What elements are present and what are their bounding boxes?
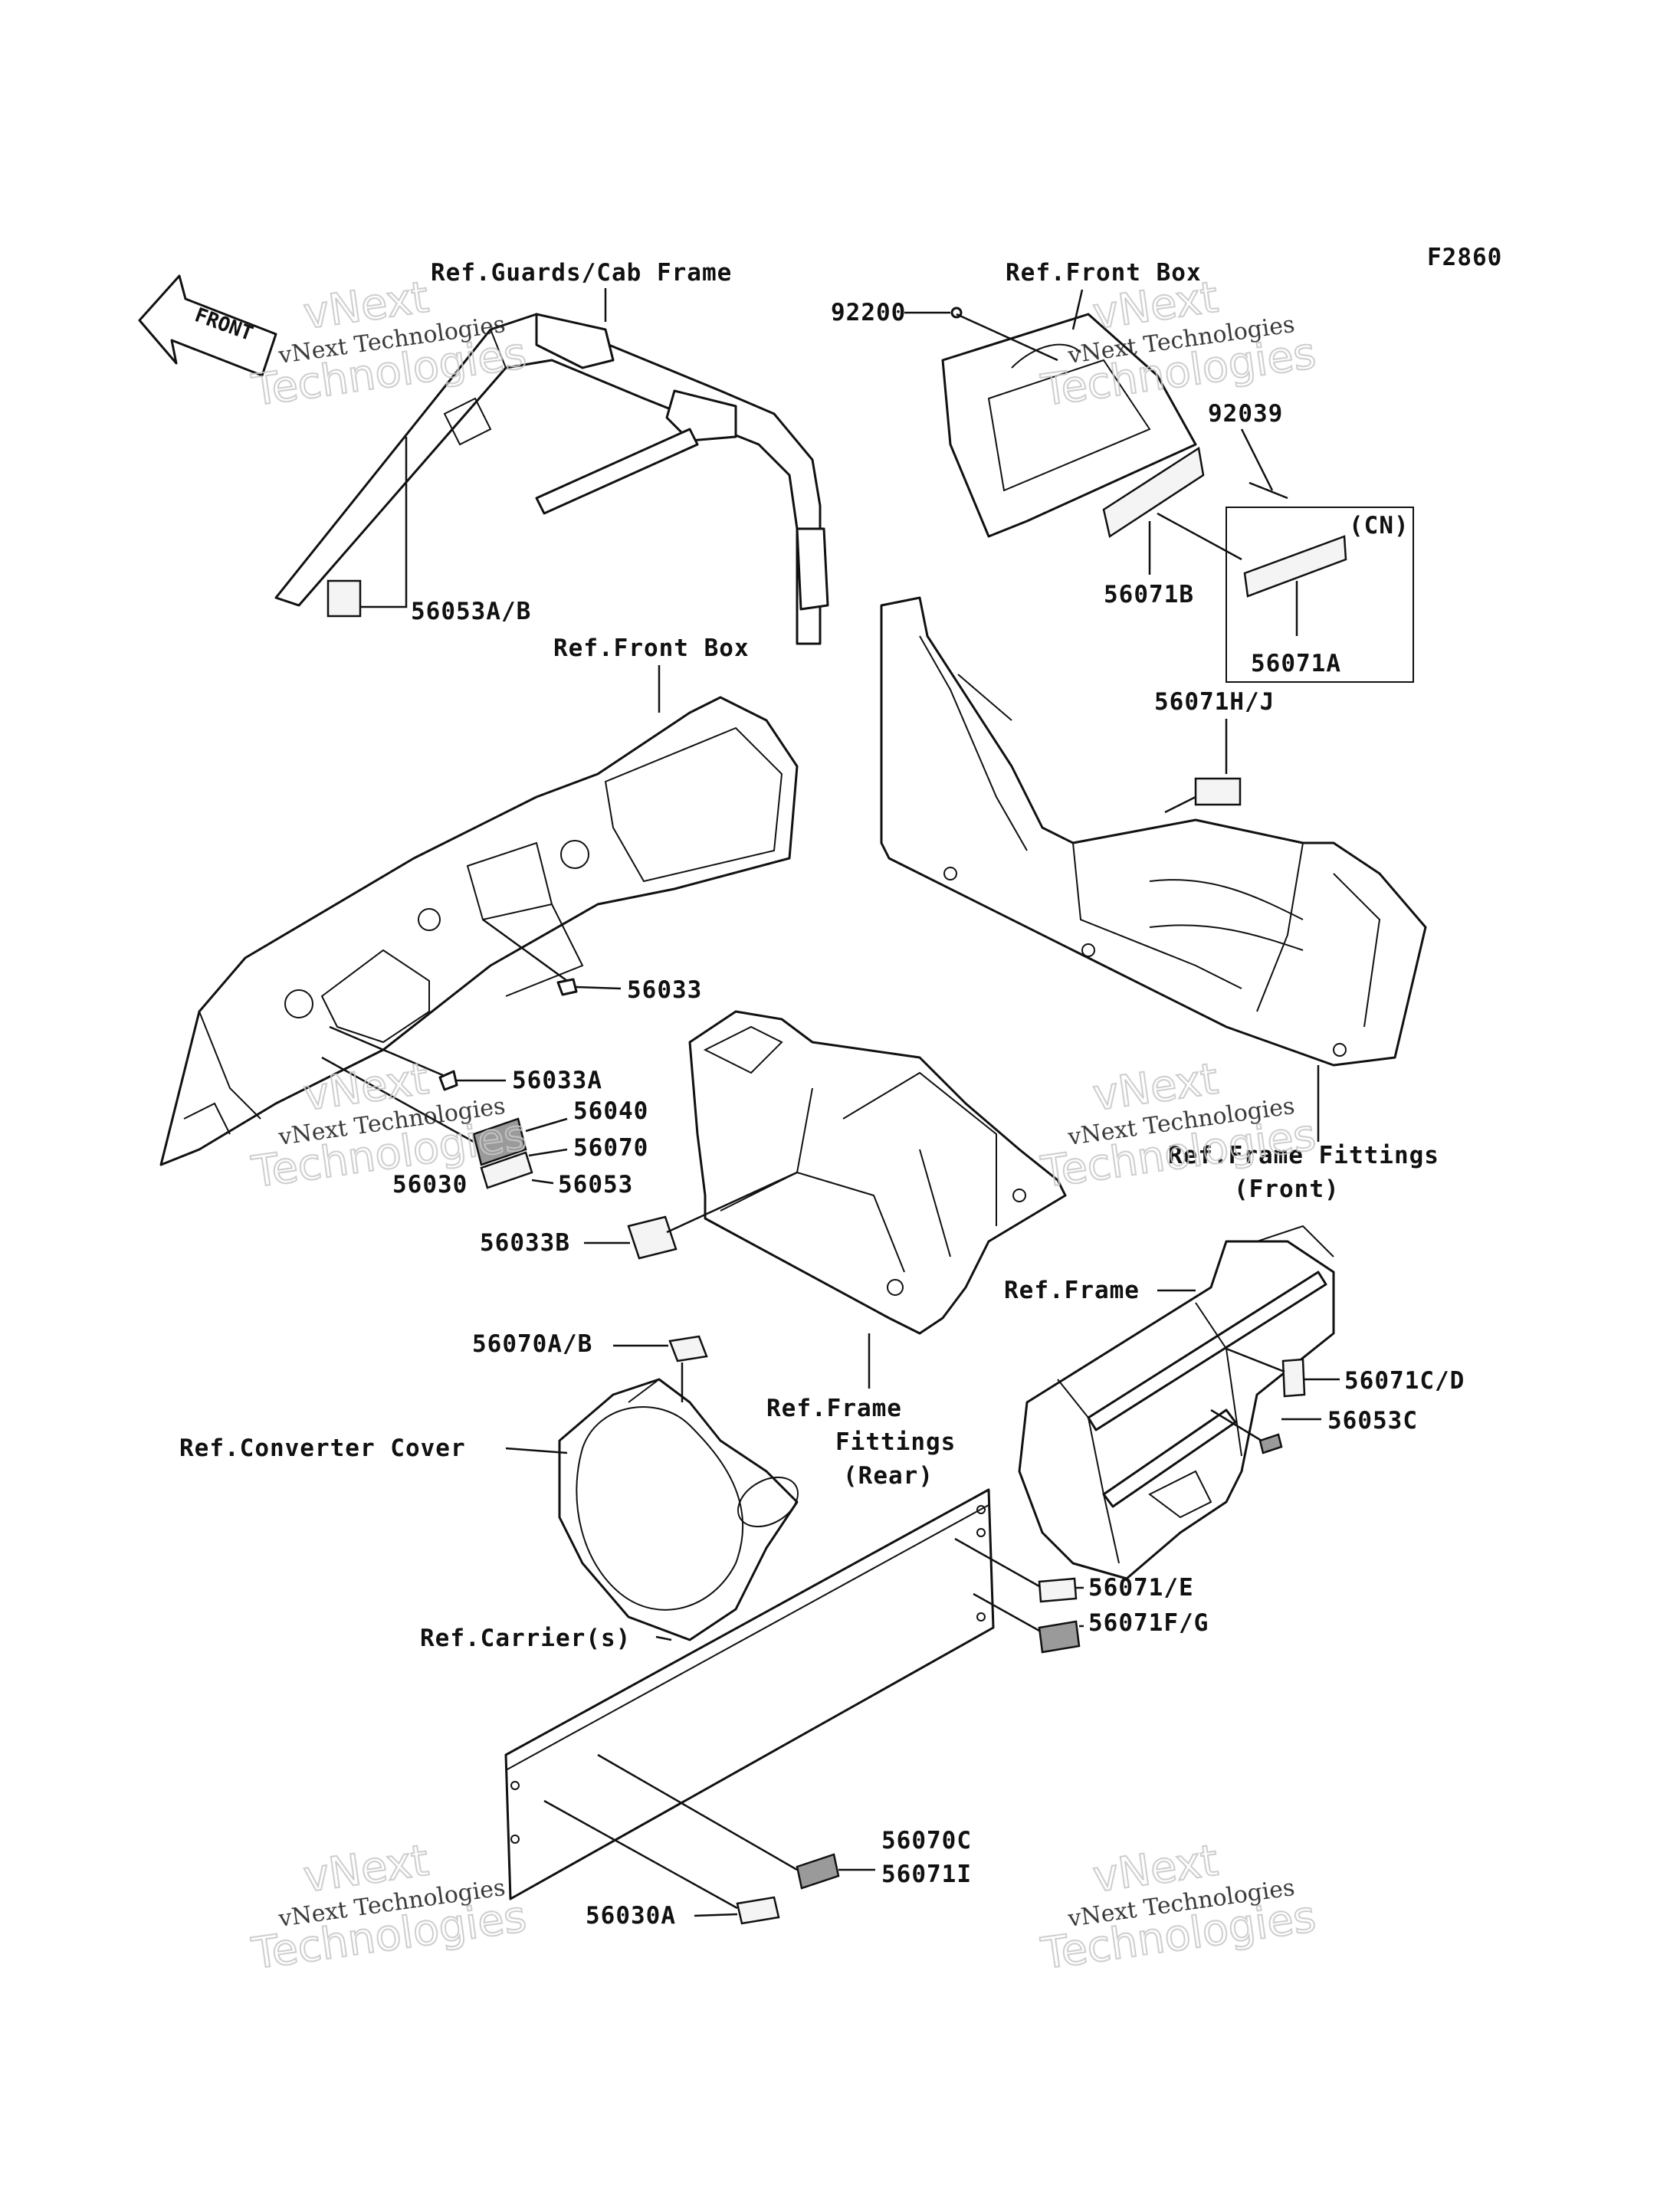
ref-front-box-top: Ref.Front Box [1006,259,1202,287]
ref-front-box-mid: Ref.Front Box [553,635,750,662]
decal-56071b [1102,446,1205,539]
decal-56030a [736,1896,780,1925]
part-56030: 56030 [392,1171,468,1199]
part-56040: 56040 [573,1097,648,1125]
decal-56070c [796,1853,840,1890]
decal-56070ab [668,1335,708,1362]
part-56033: 56033 [627,976,702,1004]
part-56053ab: 56053A/B [411,598,531,625]
decal-56071cd [1281,1358,1306,1398]
rivet-92039 [1249,481,1288,500]
ref-converter-cover: Ref.Converter Cover [179,1435,466,1462]
part-56071e: 56071/E [1088,1574,1194,1602]
decal-56071e [1038,1577,1078,1603]
part-56071b: 56071B [1104,581,1194,608]
frame-drawing [1018,1225,1335,1580]
ref-carriers: Ref.Carrier(s) [420,1625,631,1652]
carrier-panel-drawing [504,1488,1081,1925]
part-56053: 56053 [558,1171,633,1199]
ref-frame-fittings-rear-3: (Rear) [843,1462,934,1490]
part-56070: 56070 [573,1134,648,1162]
part-cn: (CN) [1349,512,1409,539]
decal-56071hj [1194,777,1242,806]
part-56033b: 56033B [480,1229,570,1257]
part-56071a: 56071A [1251,650,1341,677]
part-92039: 92039 [1208,400,1283,428]
decal-56053ab [326,579,362,618]
part-92200: 92200 [831,299,906,326]
decal-56033b [627,1215,678,1260]
part-56071hj: 56071H/J [1154,688,1275,716]
clip-56033 [556,978,578,996]
ref-frame: Ref.Frame [1004,1277,1140,1304]
cab-frame-drawing [274,313,829,645]
decal-56040 [472,1117,527,1166]
part-56053c: 56053C [1327,1407,1418,1435]
converter-cover-drawing [558,1335,799,1641]
part-56030a: 56030A [586,1902,676,1930]
frame-fittings-front-drawing [880,596,1427,1067]
ref-frame-fittings-rear-1: Ref.Frame [766,1395,902,1422]
cn-box [1226,507,1414,683]
part-56071i: 56071I [881,1861,972,1888]
part-56070c: 56070C [881,1827,972,1854]
decal-56071fg [1038,1620,1081,1654]
front-box-lid-drawing [941,313,1205,539]
front-arrow-icon: FRONT [138,274,277,377]
frame-fittings-rear-drawing [627,1010,1067,1335]
decal-56053 [480,1151,533,1189]
part-56070ab: 56070A/B [472,1330,592,1358]
ref-frame-fittings-front-1: Ref.Frame Fittings [1168,1142,1439,1169]
ref-frame-fittings-front-2: (Front) [1234,1176,1340,1203]
decal-56071a [1243,535,1347,598]
ref-guards-cab-frame: Ref.Guards/Cab Frame [431,259,732,287]
part-56071cd: 56071C/D [1344,1367,1465,1395]
dash-panel-drawing [159,696,799,1189]
decal-56053c [1258,1433,1283,1454]
part-56071fg: 56071F/G [1088,1609,1209,1637]
ref-frame-fittings-rear-2: Fittings [835,1428,956,1456]
figure-code: F2860 [1427,244,1502,271]
part-56033a: 56033A [512,1067,602,1094]
